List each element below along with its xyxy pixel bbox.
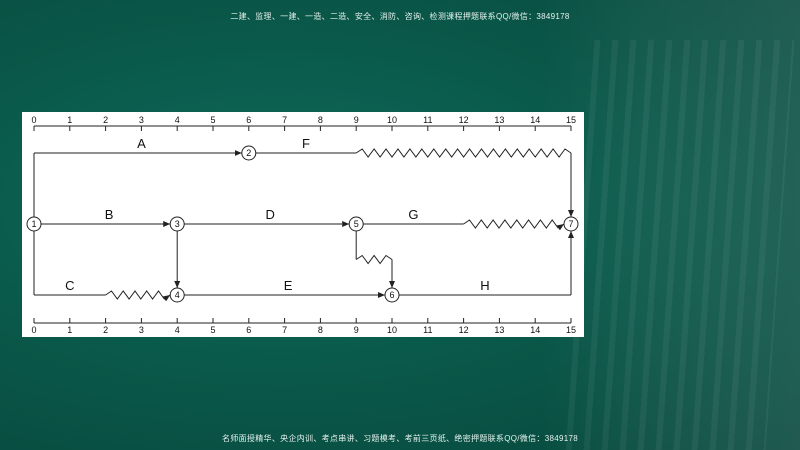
scale-top-tick-label: 2 (103, 115, 108, 125)
scale-top-tick-label: 5 (210, 115, 215, 125)
activity-G-free-float (463, 219, 565, 231)
scale-top-tick-label: 7 (282, 115, 287, 125)
scale-bottom-tick-label: 14 (530, 325, 540, 335)
node-label-1: 1 (31, 219, 36, 229)
node-4 (169, 287, 185, 303)
activity-label-E: E (284, 278, 293, 293)
scale-bottom-tick-label: 9 (354, 325, 359, 335)
activity-C-free-float (105, 290, 171, 302)
scale-bottom-tick-label: 10 (387, 325, 397, 335)
scale-top-tick-label: 12 (459, 115, 469, 125)
node-label-7: 7 (568, 219, 573, 229)
activity-label-H: H (480, 278, 489, 293)
scale-bottom-tick-label: 2 (103, 325, 108, 335)
background-building-facade (565, 40, 795, 450)
scale-top-tick-label: 8 (318, 115, 323, 125)
node-3 (169, 216, 185, 232)
scale-bottom-tick-label: 13 (494, 325, 504, 335)
node-6 (384, 287, 400, 303)
node-2 (241, 145, 257, 161)
scale-top-tick-label: 9 (354, 115, 359, 125)
activity-label-B: B (105, 207, 114, 222)
top-banner-text: 二建、监理、一建、一造、二造、安全、消防、咨询、检测课程押题联系QQ/微信：38… (230, 12, 570, 21)
node-5 (348, 216, 364, 232)
activity-label-C: C (65, 278, 74, 293)
scale-top-tick-label: 14 (530, 115, 540, 125)
activity-F-free-float (355, 148, 572, 158)
scale-bottom-tick-label: 11 (423, 325, 432, 335)
node-7 (563, 216, 579, 232)
scale-top-tick-label: 15 (566, 115, 576, 125)
dummy-activity-5-6-free-float (355, 254, 393, 265)
activity-label-G: G (408, 207, 418, 222)
scale-bottom-tick-label: 3 (139, 325, 144, 335)
scale-bottom-tick-label: 15 (566, 325, 576, 335)
scale-top-tick-label: 3 (139, 115, 144, 125)
node-label-5: 5 (354, 219, 359, 229)
scale-bottom-tick-label: 12 (459, 325, 469, 335)
bottom-banner-text: 名师面授精华、央企内训、考点串讲、习题模考、考前三页纸、绝密押题联系QQ/微信：… (222, 434, 578, 443)
node-label-2: 2 (246, 148, 251, 158)
node-label-6: 6 (389, 290, 394, 300)
activity-label-F: F (302, 136, 310, 151)
activity-label-A: A (137, 136, 146, 151)
scale-bottom-tick-label: 1 (67, 325, 72, 335)
activity-label-D: D (266, 207, 275, 222)
scale-top-tick-label: 10 (387, 115, 397, 125)
scale-top-tick-label: 4 (175, 115, 180, 125)
node-label-3: 3 (175, 219, 180, 229)
scale-bottom-tick-label: 6 (246, 325, 251, 335)
node-1 (26, 216, 42, 232)
scale-bottom-tick-label: 7 (282, 325, 287, 335)
scale-bottom-tick-label: 5 (210, 325, 215, 335)
scale-top-tick-label: 1 (67, 115, 72, 125)
node-label-4: 4 (175, 290, 180, 300)
scale-top-tick-label: 11 (423, 115, 432, 125)
scale-top-tick-label: 0 (31, 115, 36, 125)
scale-bottom-tick-label: 8 (318, 325, 323, 335)
scale-top-tick-label: 6 (246, 115, 251, 125)
scale-top-tick-label: 13 (494, 115, 504, 125)
scale-bottom-tick-label: 0 (31, 325, 36, 335)
scale-bottom-tick-label: 4 (175, 325, 180, 335)
